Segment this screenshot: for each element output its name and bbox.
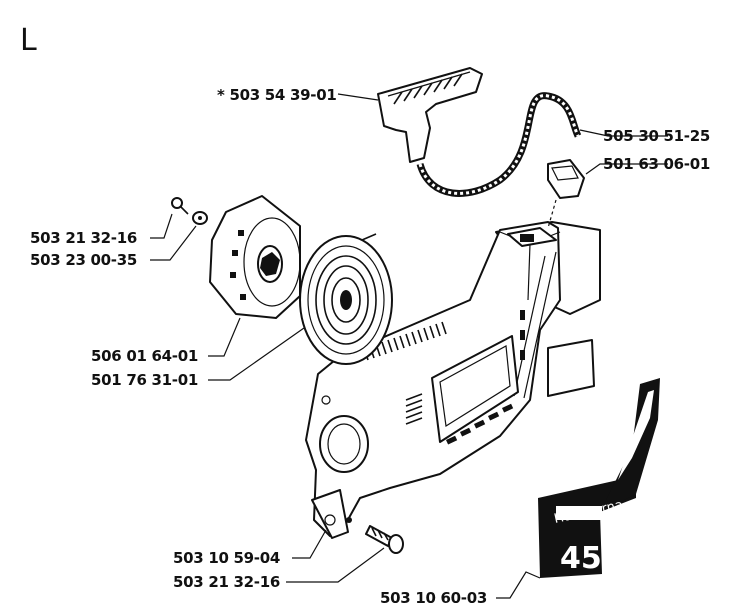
cord-guide (547, 159, 585, 199)
screw-top (171, 197, 189, 215)
part-label-screw-bottom: 503 21 32-16 (173, 573, 280, 591)
starter-handle (377, 67, 483, 163)
guide-axis-line (547, 199, 557, 229)
decal: Husqvarna 45 (538, 378, 660, 578)
screw-bottom (365, 525, 404, 554)
decal-model: 45 (560, 541, 602, 576)
part-labels: * 503 54 39-01 505 30 51-25 501 63 06-01… (30, 86, 710, 607)
washer (192, 211, 208, 225)
leader-lines (150, 93, 668, 599)
pulley (209, 195, 301, 319)
frame-slots (446, 310, 525, 445)
part-label-pulley: 506 01 64-01 (91, 347, 198, 365)
handle-grip-ribs (393, 73, 463, 105)
part-label-cord: 505 30 51-25 (603, 127, 710, 145)
part-label-spring: 501 76 31-01 (91, 371, 198, 389)
part-label-washer: 503 23 00-35 (30, 251, 137, 269)
part-label-decal: 503 10 60-03 (380, 589, 487, 607)
starter-cord (416, 92, 582, 197)
section-letter: L (20, 23, 37, 58)
part-label-bushing: 503 10 59-04 (173, 549, 280, 567)
part-label-handle: * 503 54 39-01 (217, 86, 336, 104)
starter-housing (305, 221, 601, 539)
bushing (346, 517, 352, 523)
part-label-guide: 501 63 06-01 (603, 155, 710, 173)
part-label-screw-top: 503 21 32-16 (30, 229, 137, 247)
recoil-spring (299, 233, 393, 365)
